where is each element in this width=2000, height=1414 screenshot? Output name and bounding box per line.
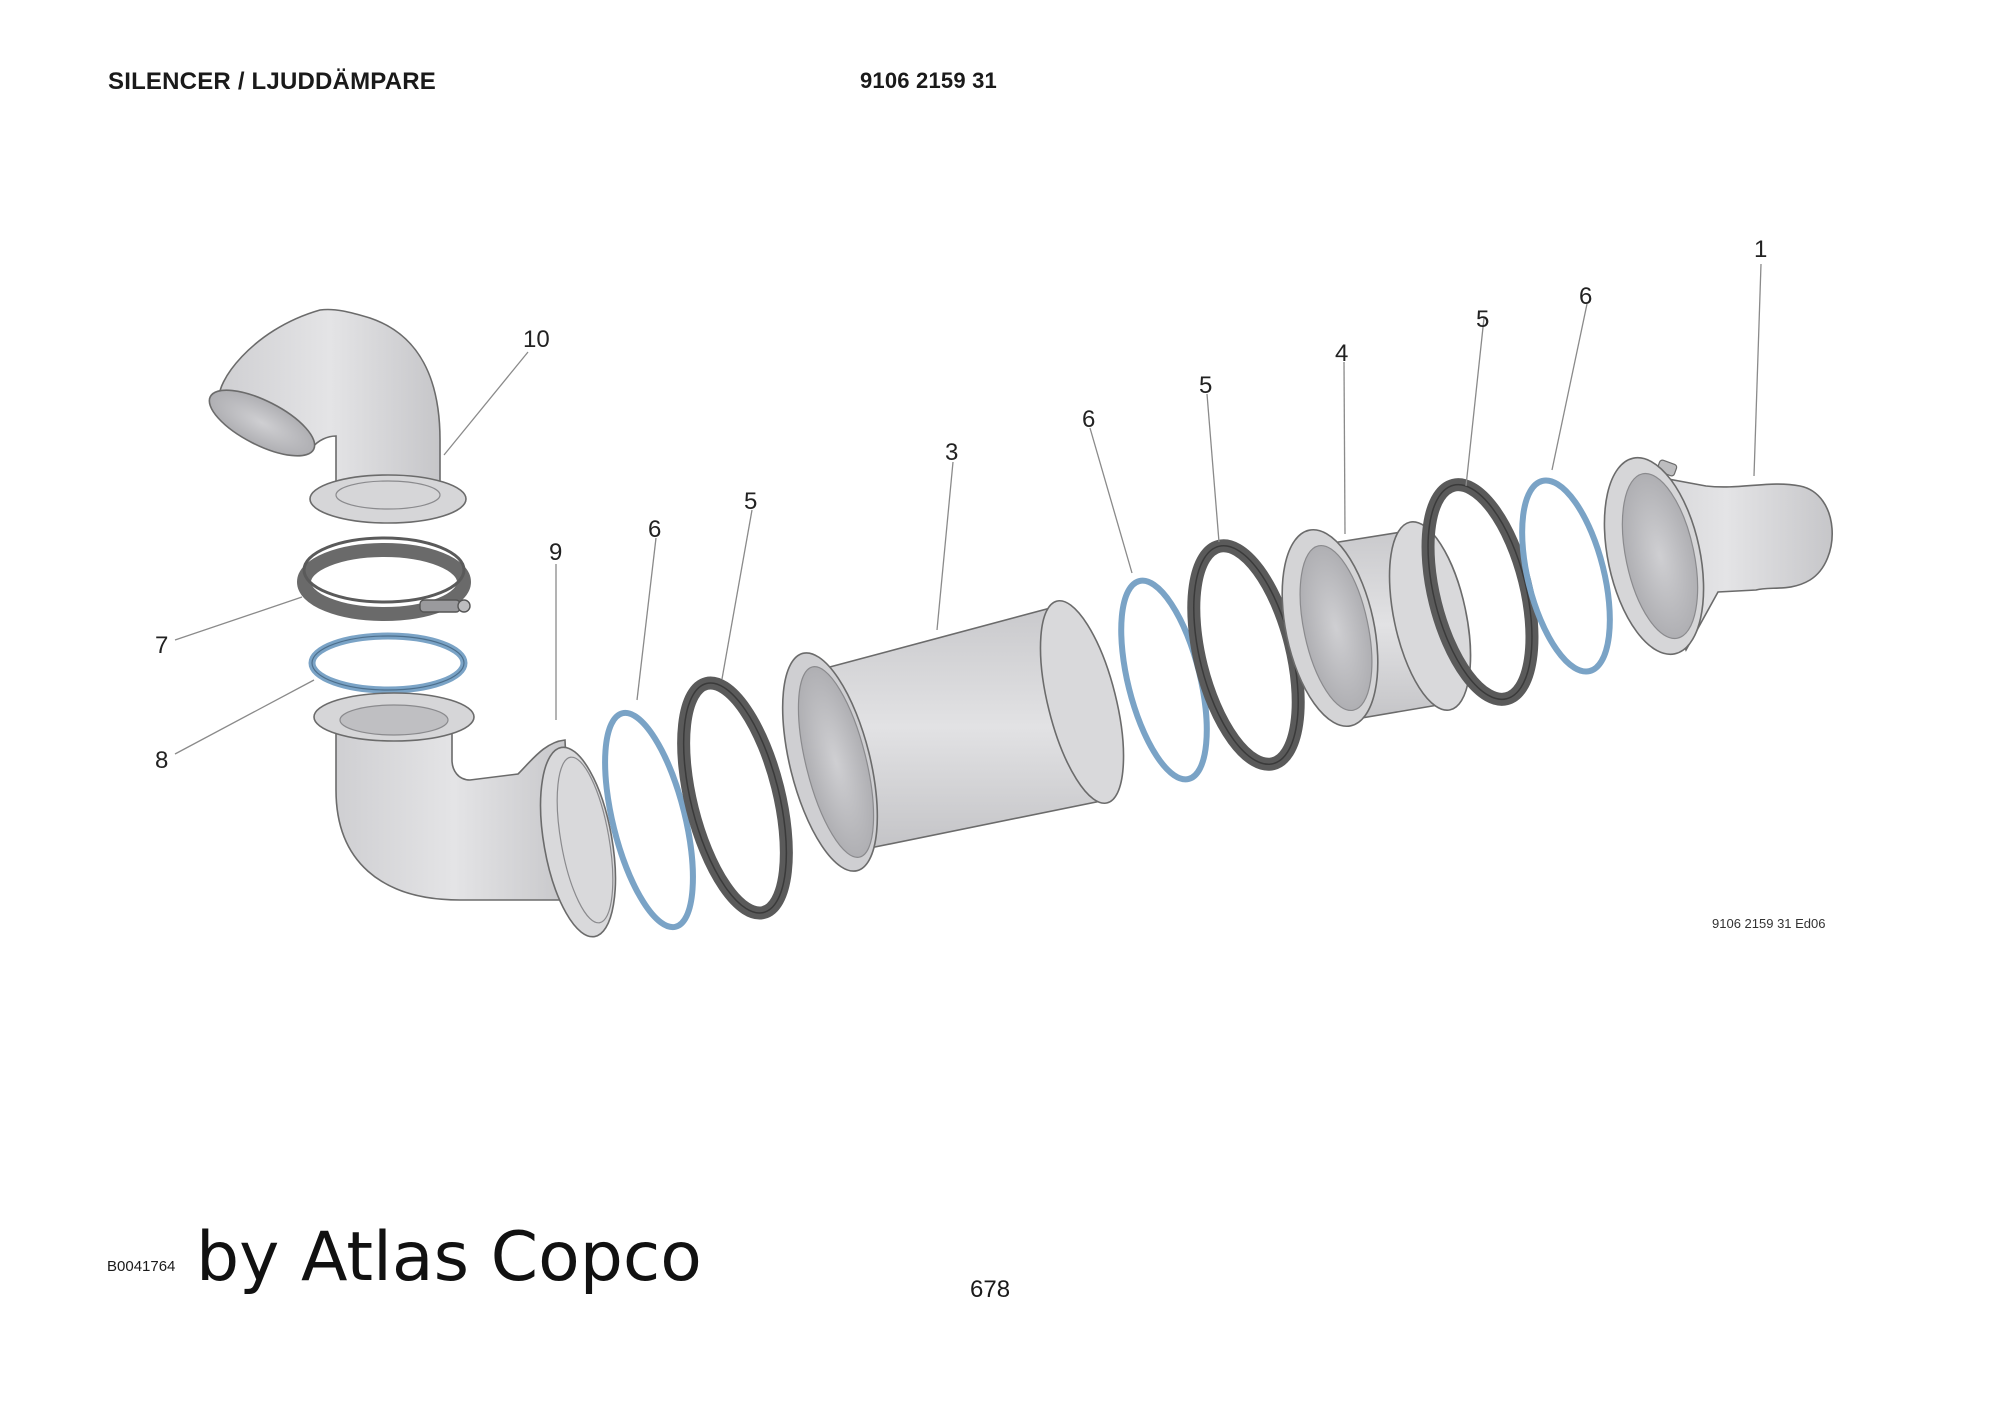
part-5-seal-ring-right (1421, 478, 1539, 706)
part-5-seal-ring-left (677, 676, 793, 920)
reference-code: B0041764 (107, 1258, 176, 1275)
part-6-gasket-left (602, 709, 696, 931)
edition-code: 9106 2159 31 Ed06 (1712, 916, 1826, 931)
callout-6-left: 6 (648, 516, 661, 543)
callout-3: 3 (945, 439, 958, 466)
callout-6-middle: 6 (1082, 406, 1095, 433)
part-10-upper-elbow (208, 308, 467, 524)
page-title: SILENCER / LJUDDÄMPARE (108, 68, 436, 95)
document-number: 9106 2159 31 (860, 68, 997, 93)
part-9-lower-elbow (313, 692, 617, 938)
leader-lines (174, 263, 1762, 755)
callout-6-right: 6 (1579, 283, 1592, 310)
callout-1: 1 (1754, 236, 1767, 263)
callout-5-middle: 5 (1199, 372, 1212, 399)
part-1-inlet-cone (1603, 456, 1833, 656)
brand-watermark: by Atlas Copco (196, 1218, 702, 1297)
callout-9: 9 (549, 539, 562, 566)
callout-8: 8 (155, 747, 168, 774)
callout-5-right: 5 (1476, 306, 1489, 333)
part-6-gasket-right (1519, 477, 1613, 675)
callout-5-left: 5 (744, 488, 757, 515)
callout-7: 7 (155, 632, 168, 659)
callout-4: 4 (1335, 340, 1348, 367)
part-3-silencer-body (781, 599, 1125, 872)
part-7-v-clamp (297, 536, 471, 621)
part-4-adapter-spool (1281, 520, 1472, 728)
callout-10: 10 (523, 326, 550, 353)
page-number: 678 (970, 1276, 1011, 1303)
